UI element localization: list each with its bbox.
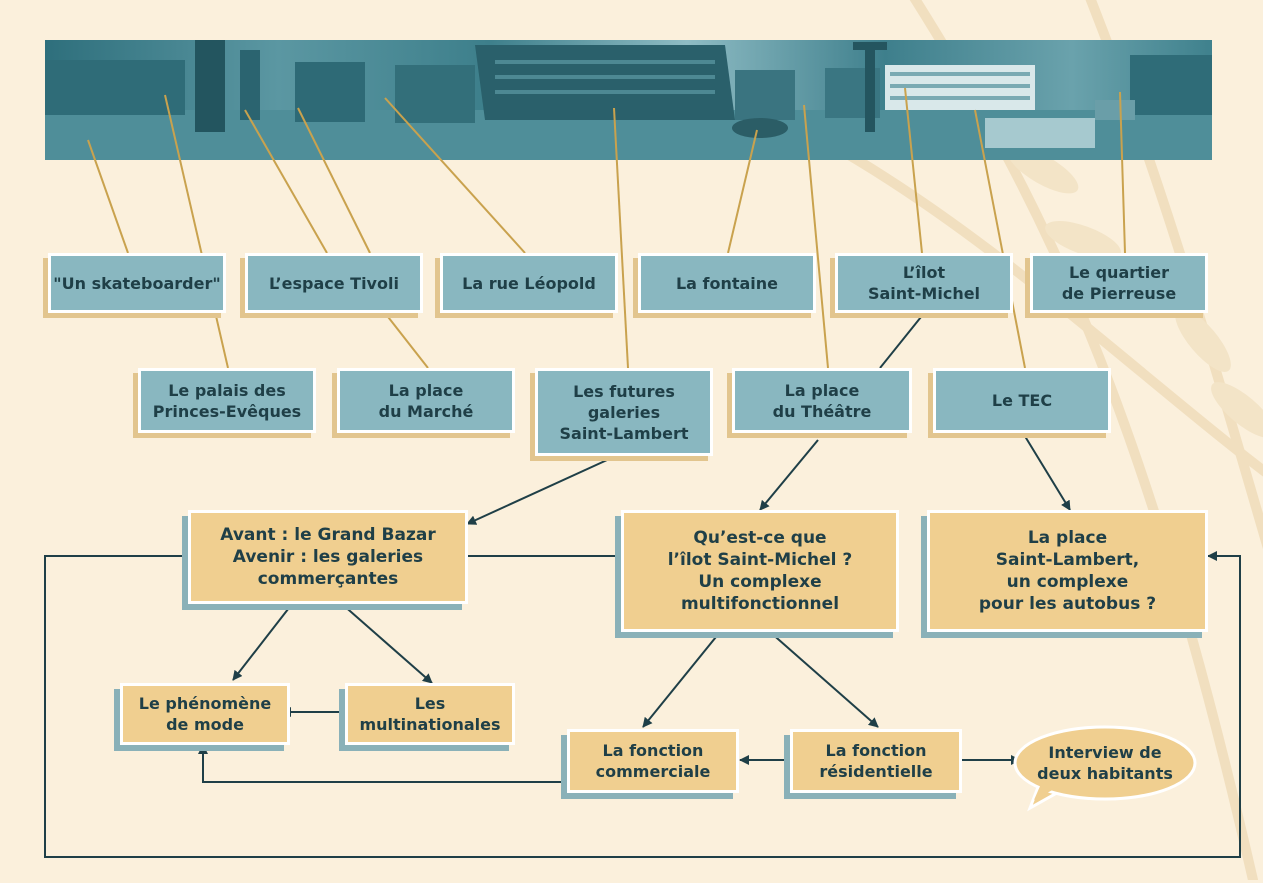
arrow-bazar-multinationales: [341, 603, 433, 684]
arrow-galeries-bazar: [466, 454, 619, 525]
arrow-ilot-question-residentielle: [769, 631, 879, 728]
topic-mode: Le phénomène de mode: [120, 683, 290, 745]
arrow-commerciale-mode: [198, 744, 567, 783]
pointer-line-theatre: [803, 104, 829, 369]
pointer-line-ilot: [904, 87, 923, 254]
pointer-line-skateboarder: [87, 139, 129, 254]
topic-ilot-question: Qu’est-ce que l’îlot Saint-Michel ? Un c…: [621, 510, 899, 632]
arrow-theatre-ilot-question: [759, 439, 819, 511]
label-tivoli: L’espace Tivoli: [245, 253, 423, 313]
label-leopold: La rue Léopold: [440, 253, 618, 313]
pointer-line-fontaine: [727, 129, 758, 254]
label-tec: Le TEC: [933, 368, 1111, 433]
pointer-line-tivoli-1: [244, 109, 328, 254]
interview-bubble: [1013, 725, 1197, 812]
line-ilot-theatre: [879, 311, 926, 369]
pointer-line-palais: [164, 94, 229, 369]
arrow-bazar-mode: [232, 603, 293, 681]
topic-bazar: Avant : le Grand Bazar Avenir : les gale…: [188, 510, 468, 604]
label-ilot: L’îlot Saint-Michel: [835, 253, 1013, 313]
label-marche: La place du Marché: [337, 368, 515, 433]
pointer-line-leopold: [384, 97, 526, 254]
label-pierreuse: Le quartier de Pierreuse: [1030, 253, 1208, 313]
pointer-line-galeries: [613, 107, 629, 369]
arrow-ilot-question-commerciale: [642, 631, 721, 728]
topic-interview: Interview de deux habitants: [1037, 743, 1173, 783]
topic-multinationales: Les multinationales: [345, 683, 515, 745]
label-palais: Le palais des Princes-Evêques: [138, 368, 316, 433]
label-theatre: La place du Théâtre: [732, 368, 912, 433]
topic-residentielle: La fonction résidentielle: [790, 729, 962, 793]
pointer-line-tec: [974, 109, 1026, 369]
label-fontaine: La fontaine: [638, 253, 816, 313]
topic-place-lambert: La place Saint-Lambert, un complexe pour…: [927, 510, 1208, 632]
panorama-photo: [45, 40, 1212, 160]
topic-commerciale: La fonction commerciale: [567, 729, 739, 793]
label-skateboarder: "Un skateboarder": [48, 253, 226, 313]
pointer-line-marche: [384, 312, 429, 369]
pointer-line-pierreuse: [1119, 91, 1126, 254]
arrow-tec-place-lambert: [1022, 432, 1071, 511]
label-galeries: Les futures galeries Saint-Lambert: [535, 368, 713, 456]
arrow-loop-bazar-place-lambert: [44, 551, 1241, 858]
pointer-line-tivoli-2: [297, 107, 371, 254]
